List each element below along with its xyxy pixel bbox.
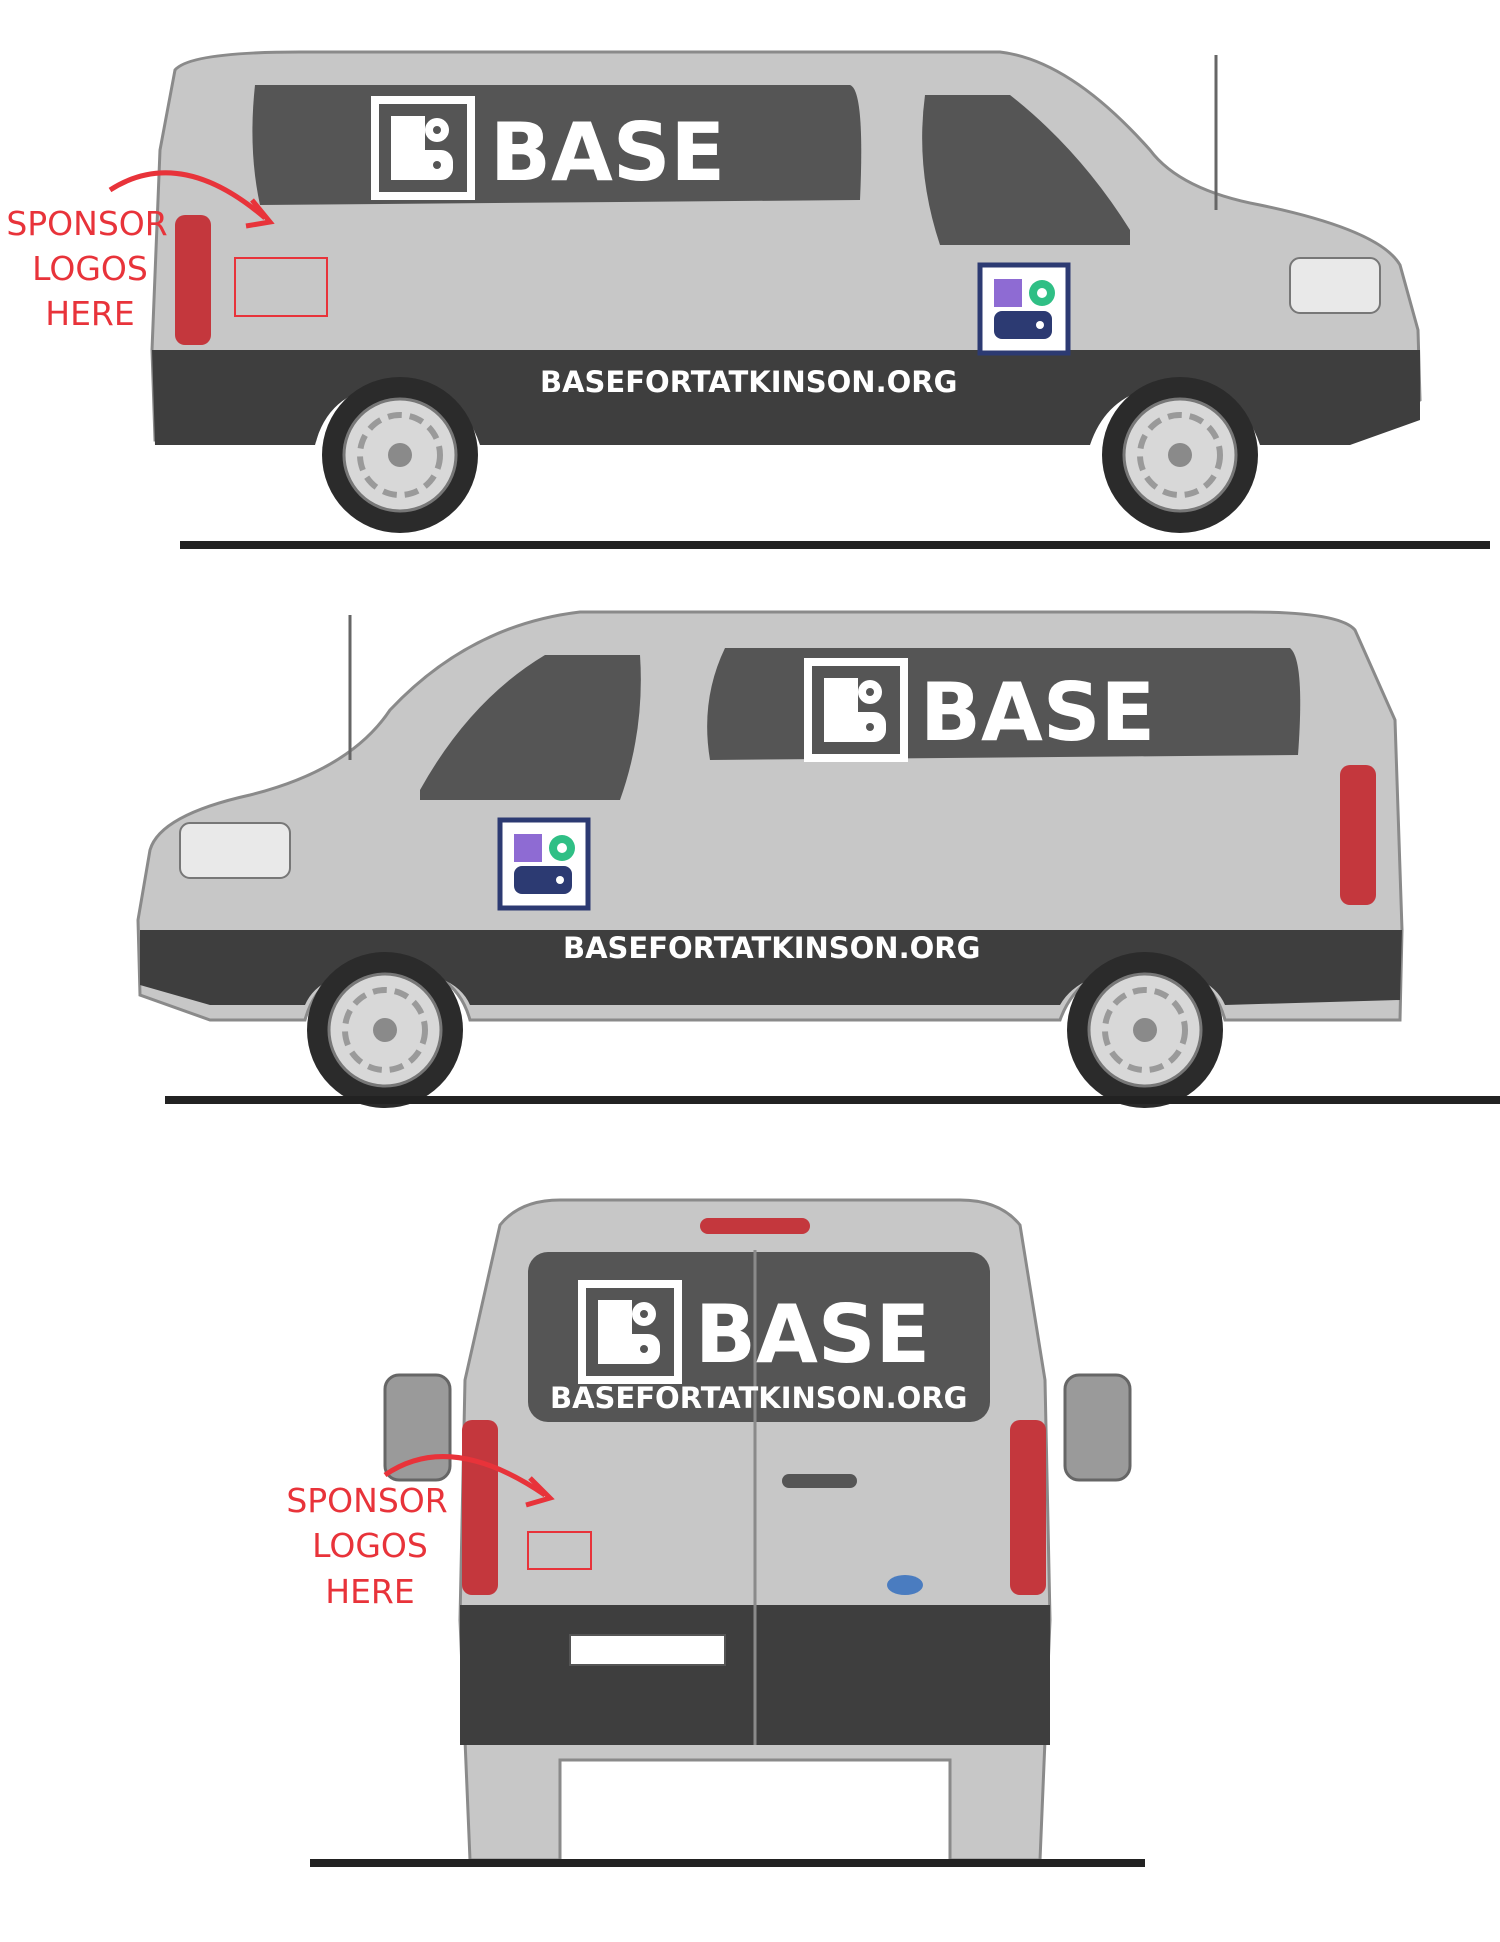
lower-trim <box>140 930 1402 1005</box>
front-wheel <box>1102 377 1258 533</box>
website-text: BASEFORTATKINSON.ORG <box>540 365 957 399</box>
right-mirror <box>1063 1373 1132 1482</box>
callout-arrow-icon <box>108 170 267 220</box>
brand-wordmark: BASE <box>490 106 725 199</box>
color-logo-badge <box>980 265 1068 353</box>
brake-light <box>700 1218 810 1234</box>
callout-line-2: LOGOS <box>32 249 148 288</box>
website-text: BASEFORTATKINSON.ORG <box>563 931 980 965</box>
van-rear-view: BASE BASEFORTATKINSON.ORG SPONSOR LOGOS … <box>286 1198 1145 1867</box>
badge-icon <box>887 1575 923 1595</box>
front-wheel <box>307 952 463 1108</box>
door-handle <box>782 1474 857 1488</box>
rear-wheel <box>1067 952 1223 1108</box>
van-passenger-side-view: BASE BASEFORTATKINSON.ORG SPONSOR LOGOS … <box>6 50 1490 549</box>
tail-light <box>1340 765 1376 905</box>
front-window <box>420 655 641 800</box>
callout-line-3: HERE <box>325 1572 414 1611</box>
callout-line-2: LOGOS <box>312 1526 428 1565</box>
license-plate <box>569 1634 726 1666</box>
right-tail-light <box>1010 1420 1046 1595</box>
van-driver-side-view: BASE BASEFORTATKINSON.ORG <box>136 610 1500 1108</box>
headlight <box>1289 257 1381 314</box>
left-mirror <box>383 1373 452 1482</box>
sponsor-logo-area <box>234 257 328 317</box>
callout-arrow-icon <box>383 1454 547 1498</box>
front-window <box>922 95 1130 245</box>
color-logo-badge <box>500 820 588 908</box>
callout-line-3: HERE <box>45 294 134 333</box>
sponsor-logo-area <box>527 1531 592 1570</box>
callout-line-1: SPONSOR <box>286 1481 447 1520</box>
headlight <box>179 822 291 879</box>
callout-line-1: SPONSOR <box>6 204 167 243</box>
lower-trim <box>152 350 1420 445</box>
left-tail-light <box>462 1420 498 1595</box>
tail-light <box>175 215 211 345</box>
brand-wordmark: BASE <box>695 1288 930 1381</box>
brand-wordmark: BASE <box>920 666 1155 759</box>
website-text: BASEFORTATKINSON.ORG <box>550 1381 967 1415</box>
rear-wheel <box>322 377 478 533</box>
